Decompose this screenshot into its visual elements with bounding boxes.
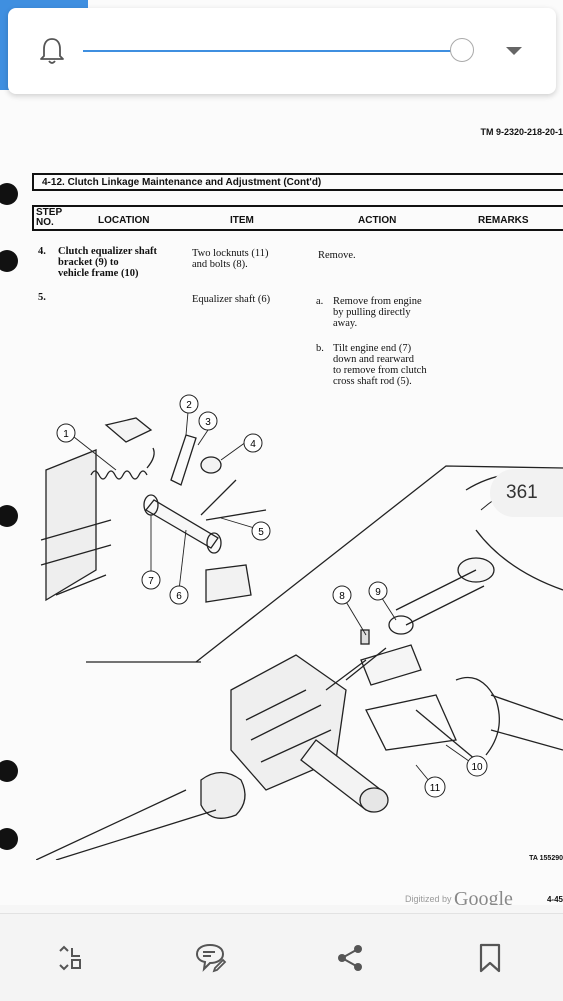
callout-6: 6 [169,585,189,605]
action-text: Tilt engine end (7) down and rearward to… [333,343,427,387]
svg-text:1: 1 [63,429,69,440]
comment-button[interactable] [188,936,232,980]
action-marker: b. [316,343,324,354]
svg-text:2: 2 [186,400,192,411]
svg-text:8: 8 [339,591,345,602]
collapse-icon [59,945,81,971]
binder-hole [0,183,18,205]
svg-text:9: 9 [375,587,381,598]
share-icon [338,945,362,971]
action-text: Remove. [318,250,356,261]
tm-number: TM 9-2320-218-20-1 [480,127,563,137]
table-header: STEP NO. LOCATION ITEM ACTION REMARKS [32,205,563,231]
slider-track[interactable] [83,50,463,52]
callout-1: 1 [56,423,76,443]
binder-hole [0,505,18,527]
callout-7: 7 [141,570,161,590]
svg-text:5: 5 [258,527,264,538]
location-text: Clutch equalizer shaft bracket (9) to ve… [58,246,157,279]
item-text: Two locknuts (11) and bolts (8). [192,248,269,270]
chevron-down-icon[interactable] [504,44,524,58]
callout-2: 2 [179,394,199,414]
callout-4: 4 [243,433,263,453]
callout-9: 9 [368,581,388,601]
item-header: ITEM [230,215,254,226]
action-text: Remove from engine by pulling directly a… [333,296,422,329]
bookmark-button[interactable] [468,936,512,980]
bottom-toolbar [0,913,563,1001]
binder-hole [0,250,18,272]
binder-hole [0,828,18,850]
share-button[interactable] [328,936,372,980]
digitized-by-google: Digitized by Google [405,888,513,905]
comment-icon [195,943,227,973]
callout-3: 3 [198,411,218,431]
step-number: 4. [38,246,46,257]
location-header: LOCATION [98,215,150,226]
callout-8: 8 [332,585,352,605]
svg-text:6: 6 [176,591,182,602]
svg-text:3: 3 [205,417,211,428]
action-header: ACTION [358,215,397,226]
svg-text:4: 4 [250,439,256,450]
remarks-header: REMARKS [478,215,529,226]
section-title: 4-12. Clutch Linkage Maintenance and Adj… [32,173,563,191]
page-number: 4-45 [546,895,563,904]
bookmark-icon [479,943,501,973]
clutch-linkage-illustration: 1 2 3 4 5 6 7 8 9 10 11 [36,394,563,860]
google-logo: Google [454,888,513,905]
svg-text:10: 10 [471,762,483,773]
item-text: Equalizer shaft (6) [192,294,271,305]
page-indicator-badge: 361 [490,469,563,517]
svg-text:7: 7 [148,576,154,587]
notification-panel [8,8,556,94]
callout-5: 5 [251,521,271,541]
action-marker: a. [316,296,324,307]
bell-icon[interactable] [38,36,66,66]
step-number: 5. [38,292,46,303]
binder-hole [0,760,18,782]
callout-11: 11 [424,776,446,798]
svg-text:11: 11 [430,783,441,794]
step-header: STEP NO. [36,207,63,228]
slider-thumb[interactable] [450,38,474,62]
callout-10: 10 [466,755,488,777]
collapse-button[interactable] [48,936,92,980]
figure-id: TA 155290 [529,855,563,862]
scanned-document-page: TM 9-2320-218-20-1 4-12. Clutch Linkage … [0,127,563,905]
